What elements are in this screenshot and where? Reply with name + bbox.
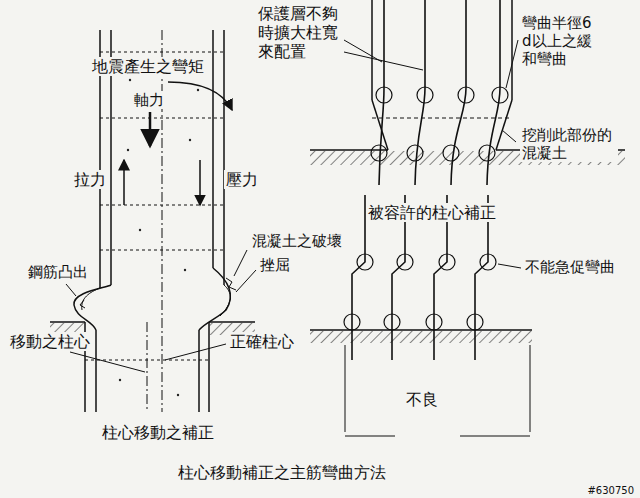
figure-label: 柱心移動之補正 [100,423,216,442]
figure-label: 軸力 [132,91,166,109]
figure-label: 彎曲半徑6 d以上之緩 和彎曲 [520,14,598,68]
figure-label: 挖削此部份的 混凝土 [520,126,618,162]
figure-label: 拉力 [72,170,108,189]
figure-label: 地震產生之彎矩 [90,57,206,76]
figure-label: 正確柱心 [228,332,296,351]
figure-label: 壓力 [224,170,260,189]
figure-label: 挫屈 [258,256,292,274]
figure-label: 混凝土之破壞 [250,232,344,250]
figure-label: 移動之柱心 [8,332,92,351]
figure-caption: 柱心移動補正之主筋彎曲方法 [176,463,388,482]
figure-label: 保護層不夠 時擴大柱寬 來配置 [256,4,344,62]
figure-label: 鋼筋凸出 [26,263,90,281]
figure-label: 被容許的柱心補正 [366,203,498,222]
figure-label: 不能急促彎曲 [523,258,617,276]
watermark: #630750 [585,485,636,497]
figure-label: 不良 [404,390,440,409]
